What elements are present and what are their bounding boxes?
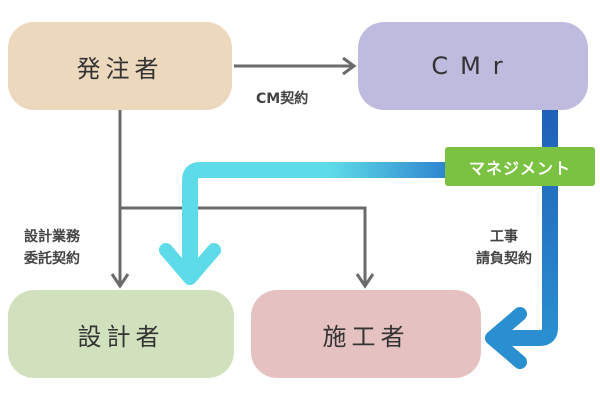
construction-contract-line	[120, 206, 367, 284]
cmr-box: CMr	[358, 22, 588, 110]
design-contract-label-line1: 設計業務	[24, 229, 80, 245]
construction-contract-label: 工事 請負契約	[468, 226, 540, 270]
constructor-box: 施工者	[251, 290, 481, 378]
management-tag: マネジメント	[445, 147, 595, 186]
design-contract-label-line2: 委託契約	[24, 251, 80, 267]
cm-contract-arrowhead	[342, 56, 357, 76]
management-arrow-constructor	[485, 110, 558, 369]
orderer-label: 発注者	[76, 54, 164, 83]
design-contract-label: 設計業務 委託契約	[24, 226, 80, 270]
cm-contract-label: CM契約	[256, 91, 309, 107]
construction-contract-label-line2: 請負契約	[476, 251, 532, 267]
construction-contract-arrowhead	[355, 273, 375, 289]
construction-contract-label-line1: 工事	[490, 229, 518, 245]
management-arrow-designer	[159, 162, 445, 285]
designer-box: 設計者	[8, 290, 234, 378]
orderer-box: 発注者	[8, 22, 232, 110]
constructor-label: 施工者	[322, 322, 410, 351]
contract-lines	[110, 56, 375, 289]
designer-label: 設計者	[77, 322, 165, 351]
design-contract-arrowhead	[110, 273, 130, 289]
cmr-label: CMr	[431, 52, 515, 80]
